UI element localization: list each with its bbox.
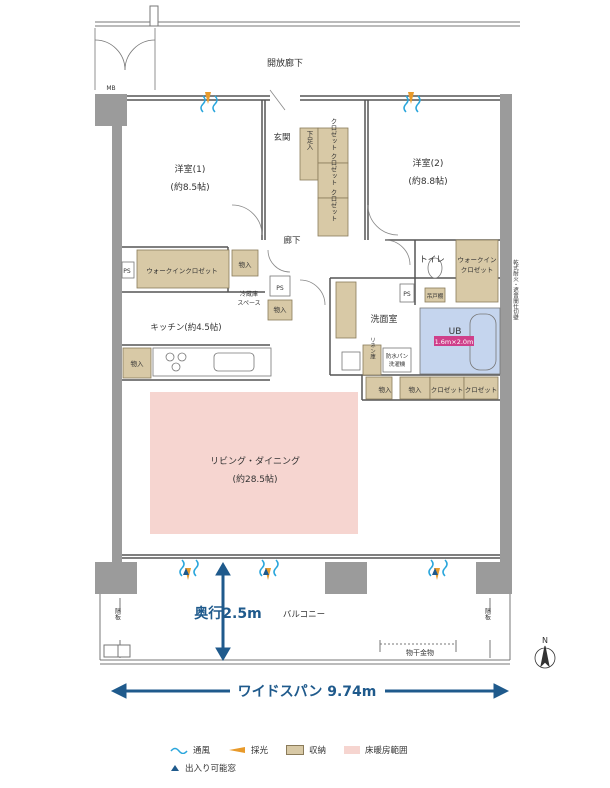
storage-label-d: 物入 <box>379 385 393 394</box>
partition-label-left: 隔板 <box>114 607 121 621</box>
living-name: リビング・ダイニング <box>210 455 300 467</box>
storage-label-e: 物入 <box>409 385 423 394</box>
drying-rack-label: 物干金物 <box>406 648 434 657</box>
door-swings <box>231 89 411 306</box>
wic2-label-1: ウォークイン <box>458 256 497 264</box>
kitchen-counter <box>152 347 272 377</box>
legend-storage: 収納 <box>286 744 326 756</box>
storage-label-a: 物入 <box>239 260 253 269</box>
linen-label: リネン庫 <box>369 337 376 360</box>
shoe-storage-label: 下足入 <box>305 130 313 150</box>
exit-window-icon <box>171 765 179 771</box>
ub-label: UB <box>449 327 462 337</box>
entrance-label: 玄関 <box>273 132 290 143</box>
closet-label-d: クロゼット <box>431 385 464 394</box>
room2-size: (約8.8帖) <box>408 175 447 187</box>
room1-size: (約8.5帖) <box>170 181 209 193</box>
window-markers <box>179 92 448 580</box>
legend-daylight: 採光 <box>228 744 268 756</box>
ps-label-2: PS <box>276 285 284 292</box>
closet-label-e: クロゼット <box>465 385 498 394</box>
unit-bath <box>419 307 501 375</box>
legend-exit-window: 出入り可能窓 <box>170 762 236 774</box>
interior-walls <box>122 95 500 559</box>
room1-name: 洋室(1) <box>175 163 206 175</box>
balcony-label: バルコニー <box>283 610 325 620</box>
storage-a <box>231 249 259 277</box>
legend-heating-label: 床暖房範囲 <box>365 746 408 756</box>
laundry-label-2: 洗濯機 <box>389 360 406 368</box>
wind-icon <box>170 747 188 754</box>
legend-exit-window-label: 出入り可能窓 <box>185 764 237 774</box>
toilet-shelf-label: 吊戸棚 <box>427 292 444 300</box>
ps-label-1: PS <box>123 268 131 275</box>
closet-a <box>317 127 349 164</box>
legend-heating: 床暖房範囲 <box>344 744 408 756</box>
floor-heating-area <box>150 392 358 534</box>
laundry-label-1: 防水パン <box>386 352 409 360</box>
wide-span-label: ワイドスパン 9.74m <box>238 684 377 700</box>
ps-label-3: PS <box>403 291 411 298</box>
partition-label-right: 隔板 <box>484 607 491 621</box>
wic-1 <box>136 249 230 289</box>
storage-label-c: 物入 <box>131 359 145 368</box>
kitchen-storage <box>122 347 152 379</box>
outer-walls <box>95 94 512 594</box>
wic1-label: ウォークインクロゼット <box>146 266 218 275</box>
ub-size-label: 1.6m×2.0m <box>435 338 474 346</box>
closet-c <box>317 197 349 237</box>
living-size: (約28.5帖) <box>232 473 277 485</box>
mb-label: MB <box>106 85 115 92</box>
heating-swatch <box>344 746 361 754</box>
closet-label-c: クロゼット <box>329 188 337 221</box>
kitchen-label: キッチン(約4.5帖) <box>150 322 221 333</box>
outer-door <box>94 28 156 90</box>
fridge-label-2: スペース <box>237 300 260 307</box>
linen-storage <box>362 344 382 376</box>
storage-c <box>365 376 393 400</box>
wide-span-arrow <box>110 683 510 699</box>
fridge-label-1: 冷蔵庫 <box>240 290 258 298</box>
washroom-counter <box>335 281 357 339</box>
legend-daylight-label: 採光 <box>251 746 269 756</box>
legend: 通風 採光 収納 床暖房範囲 出入り可能窓 <box>170 743 470 775</box>
depth-arrow <box>215 562 231 661</box>
closet-label-a: クロゼット <box>329 117 337 150</box>
legend-row-1: 通風 採光 収納 床暖房範囲 <box>170 743 470 757</box>
side-note-label: 乾式耐火・遮音間仕切壁 <box>512 259 519 321</box>
toilet-shelf <box>424 287 446 303</box>
north-label: N <box>542 636 548 645</box>
storage-b <box>267 299 293 321</box>
legend-storage-label: 収納 <box>309 746 327 756</box>
ps-boxes <box>121 261 415 303</box>
legend-ventilation-label: 通風 <box>193 746 211 756</box>
wic-2 <box>455 239 499 303</box>
north-arrow <box>534 645 556 669</box>
legend-ventilation: 通風 <box>170 744 210 756</box>
depth-label: 奥行2.5m <box>194 605 261 622</box>
hallway-label: 廊下 <box>283 235 301 246</box>
wic2-label-2: クロゼット <box>461 265 494 274</box>
closet-label-b: クロゼット <box>329 152 337 185</box>
toilet-label: トイレ <box>419 255 445 265</box>
corridor-label: 開放廊下 <box>267 57 303 69</box>
closet-e <box>463 376 499 400</box>
upper-balcony-rails <box>95 5 520 27</box>
washroom-label: 洗面室 <box>370 313 397 325</box>
washroom-fixtures <box>341 257 443 373</box>
light-icon <box>229 747 246 753</box>
legend-row-2: 出入り可能窓 <box>170 761 470 775</box>
storage-areas <box>122 127 499 400</box>
room2-name: 洋室(2) <box>413 157 444 169</box>
storage-label-b: 物入 <box>274 305 288 314</box>
storage-swatch <box>286 745 305 755</box>
balcony <box>99 594 511 665</box>
